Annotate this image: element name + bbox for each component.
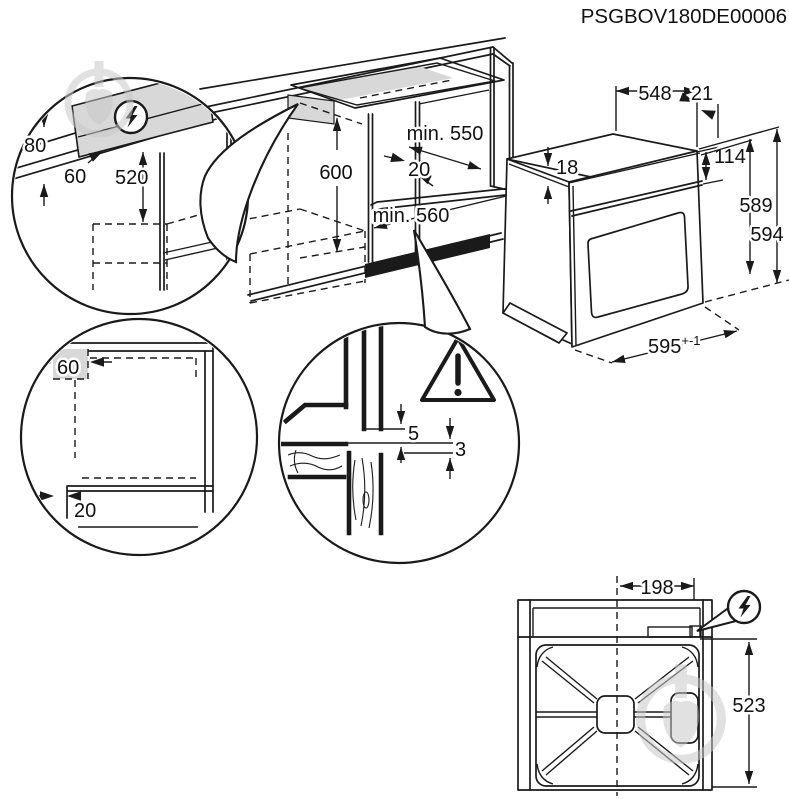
- leader-wedge-to-cutout: [199, 103, 299, 264]
- cutout-outer-rim: [290, 57, 505, 109]
- terminal-box: [647, 626, 693, 638]
- dim-min560-label: min. 560: [373, 205, 450, 227]
- dim-3-label: 3: [455, 439, 466, 461]
- oven-frame-edges: [508, 152, 701, 346]
- oven-foot-line: [511, 317, 557, 342]
- countertop-right-corner: [492, 46, 513, 67]
- niche-top-inner-line: [418, 89, 490, 105]
- dim-20-label: 20: [408, 159, 430, 181]
- terminal-connector: [689, 625, 702, 638]
- detail-circle-side-section: 60 20: [19, 317, 259, 557]
- dim-600-label: 600: [319, 162, 352, 184]
- dim-589-label: 589: [739, 195, 772, 217]
- dim-520-label: 520: [115, 167, 148, 189]
- drawing-code: PSGBOV180DE00006: [581, 5, 787, 28]
- dim-198-label: 198: [640, 577, 673, 599]
- lightning-bolt-icon: [726, 589, 762, 625]
- wall-top-line: [199, 37, 506, 90]
- dim-5-label: 5: [408, 423, 419, 445]
- cutout-inner-rim: [298, 62, 496, 106]
- oven-dimensions: 18 548 21 114 589 594 595+-1: [543, 81, 789, 364]
- control-panel-band: [570, 180, 703, 217]
- cutout-hidden-edge: [359, 79, 453, 99]
- rear-corner-arcs: [536, 646, 699, 785]
- detail-circle-front-gap: 5 3: [277, 321, 521, 565]
- dim-80-label: 80: [24, 135, 46, 157]
- dim-114-label: 114: [714, 146, 746, 168]
- dim-594-label: 594: [750, 224, 783, 246]
- dim-18-label: 18: [556, 157, 578, 179]
- dim-548-label: 548: [638, 83, 671, 105]
- dim-min550-label: min. 550: [407, 123, 484, 145]
- oven-front-view: 18 548 21 114 589 594 595+-1: [502, 81, 789, 364]
- oven-door-window: [587, 211, 689, 319]
- phantom-oven-outline: [237, 102, 366, 304]
- rear-top-band: [532, 607, 701, 637]
- cutout-shaded-zone: [300, 66, 453, 101]
- dim-21-label: 21: [691, 83, 713, 105]
- wood-grain: [287, 449, 374, 529]
- leader-wedge-to-gap-detail: [412, 229, 472, 335]
- dim-523-label: 523: [732, 695, 765, 717]
- dim-60-label: 60: [64, 166, 86, 188]
- right-cabinet-panel: [489, 47, 514, 192]
- dim-20-side-label: 20: [74, 500, 96, 522]
- oven-rear-view: 198 523: [517, 575, 768, 796]
- cabinet-dimensions: 600 min. 550 20 min. 560: [317, 118, 532, 252]
- niche-left-wall-front-edge: [367, 113, 374, 263]
- rear-mid-ribs: [536, 711, 671, 718]
- rear-center-plate: [596, 695, 635, 734]
- dim-595-label: 595+-1: [648, 333, 701, 358]
- countertop-front-top: [195, 46, 494, 110]
- warning-triangle-icon: [420, 336, 496, 402]
- dim-60-side-label: 60: [57, 357, 79, 379]
